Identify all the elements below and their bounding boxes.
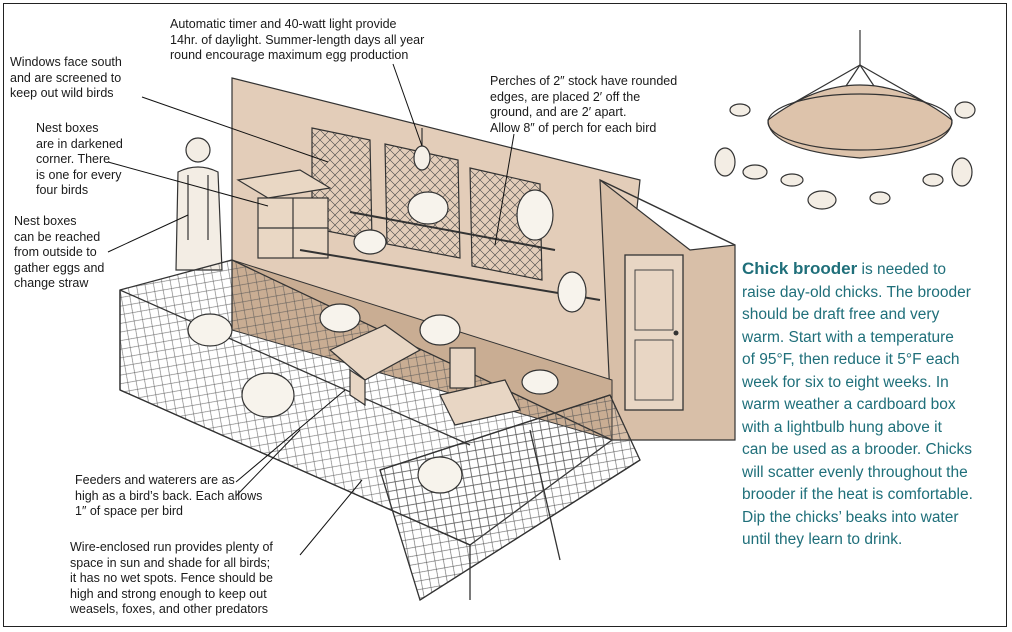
feeders-annotation: Feeders and waterers are as high as a bi… [75, 473, 263, 518]
brooder-illustration [714, 30, 976, 210]
brooder-heading: Chick brooder [742, 259, 858, 278]
nest-boxes [236, 169, 332, 259]
leader-lines [107, 63, 515, 556]
farmer-figure [175, 137, 223, 271]
wire-run [119, 259, 641, 602]
nest-reach-annotation: Nest boxes can be reached from outside t… [14, 214, 105, 290]
feeders-waterers [328, 324, 521, 426]
timer-annotation: Automatic timer and 40-watt light provid… [170, 17, 425, 62]
perches [299, 211, 601, 301]
windows-annotation: Windows face south and are screened to k… [10, 55, 122, 100]
figure-frame [3, 3, 1007, 627]
brooder-caption: Chick brooder is needed to raise day-old… [742, 258, 987, 552]
brooder-body: is needed to raise day-old chicks. The b… [742, 261, 973, 548]
perches-annotation: Perches of 2″ stock have rounded edges, … [490, 74, 678, 135]
hens [187, 189, 587, 494]
run-annotation: Wire-enclosed run provides plenty of spa… [70, 540, 273, 616]
nest-dark-annotation: Nest boxes are in darkened corner. There… [36, 121, 123, 197]
